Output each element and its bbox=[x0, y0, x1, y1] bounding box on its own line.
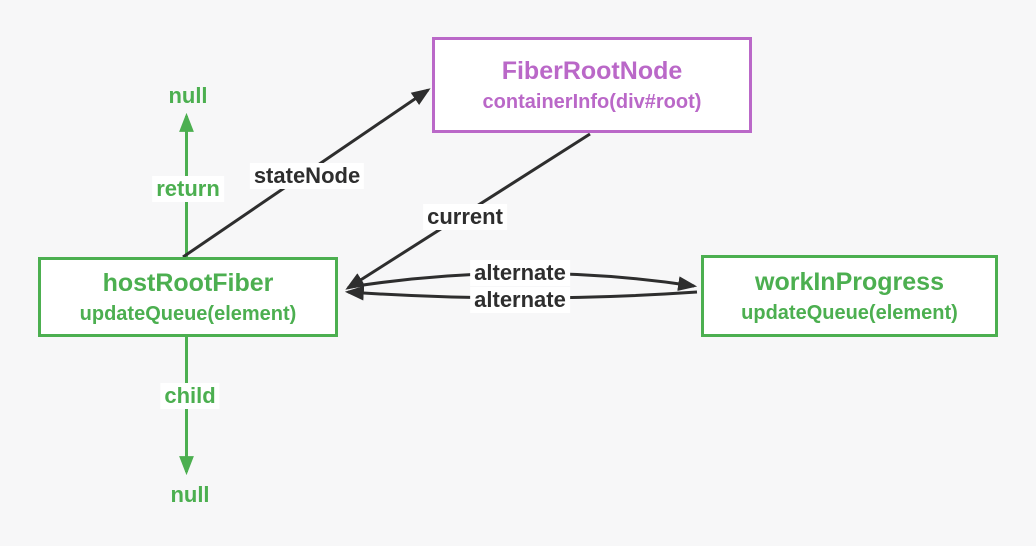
null-bottom-label: null bbox=[170, 482, 210, 507]
node-title: hostRootFiber bbox=[102, 268, 274, 297]
node-host-root-fiber: hostRootFiber updateQueue(element) bbox=[38, 257, 338, 337]
node-subtitle: containerInfo(div#root) bbox=[482, 90, 702, 113]
state-node-label: stateNode bbox=[249, 163, 365, 189]
alternate-top-label: alternate bbox=[470, 260, 570, 286]
current-label: current bbox=[423, 204, 507, 230]
null-top-label: null bbox=[168, 83, 208, 108]
node-work-in-progress: workInProgress updateQueue(element) bbox=[701, 255, 998, 337]
node-title: workInProgress bbox=[755, 267, 944, 296]
child-label: child bbox=[160, 383, 220, 409]
alternate-bottom-label: alternate bbox=[470, 287, 570, 313]
node-subtitle: updateQueue(element) bbox=[741, 301, 958, 324]
node-title: FiberRootNode bbox=[501, 56, 683, 85]
return-label: return bbox=[152, 176, 224, 202]
node-subtitle: updateQueue(element) bbox=[79, 302, 297, 325]
node-fiber-root-node: FiberRootNode containerInfo(div#root) bbox=[432, 37, 752, 133]
